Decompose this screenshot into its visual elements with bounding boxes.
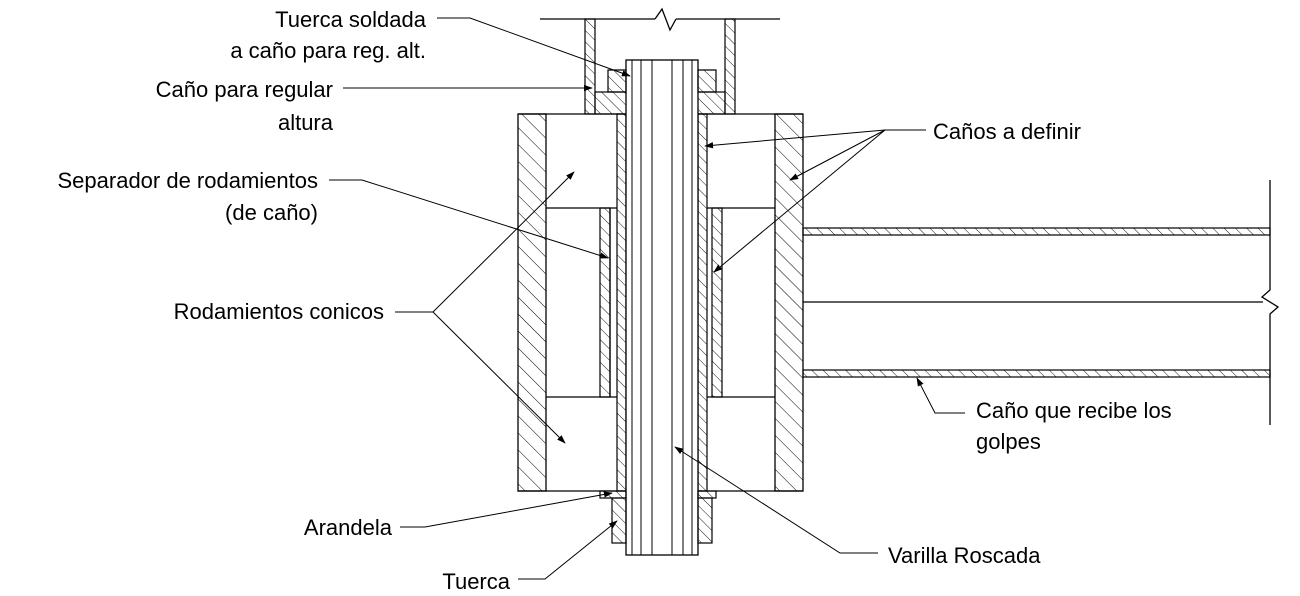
label-separator-line2: (de caño) xyxy=(225,200,318,225)
label-bearings: Rodamientos conicos xyxy=(174,299,384,324)
bottom-nut xyxy=(611,497,713,544)
leader-lines xyxy=(329,17,965,580)
label-threaded-rod: Varilla Roscada xyxy=(888,543,1041,568)
label-impact-tube-line2: golpes xyxy=(976,429,1041,454)
label-tubes-to-define: Caños a definir xyxy=(933,119,1081,144)
label-height-tube-line1: Caño para regular xyxy=(156,77,333,102)
label-height-tube-line2: altura xyxy=(278,110,334,135)
label-nut: Tuerca xyxy=(442,569,510,594)
label-impact-tube-line1: Caño que recibe los xyxy=(976,398,1172,423)
outer-housing-tube xyxy=(517,113,804,492)
bearing-separator-tube xyxy=(599,207,723,398)
label-welded-nut-line1: Tuerca soldada xyxy=(275,7,427,32)
impact-tube xyxy=(802,180,1280,425)
threaded-rod xyxy=(625,59,699,556)
label-washer: Arandela xyxy=(304,515,393,540)
label-welded-nut-line2: a caño para reg. alt. xyxy=(230,38,426,63)
label-separator-line1: Separador de rodamientos xyxy=(58,168,319,193)
